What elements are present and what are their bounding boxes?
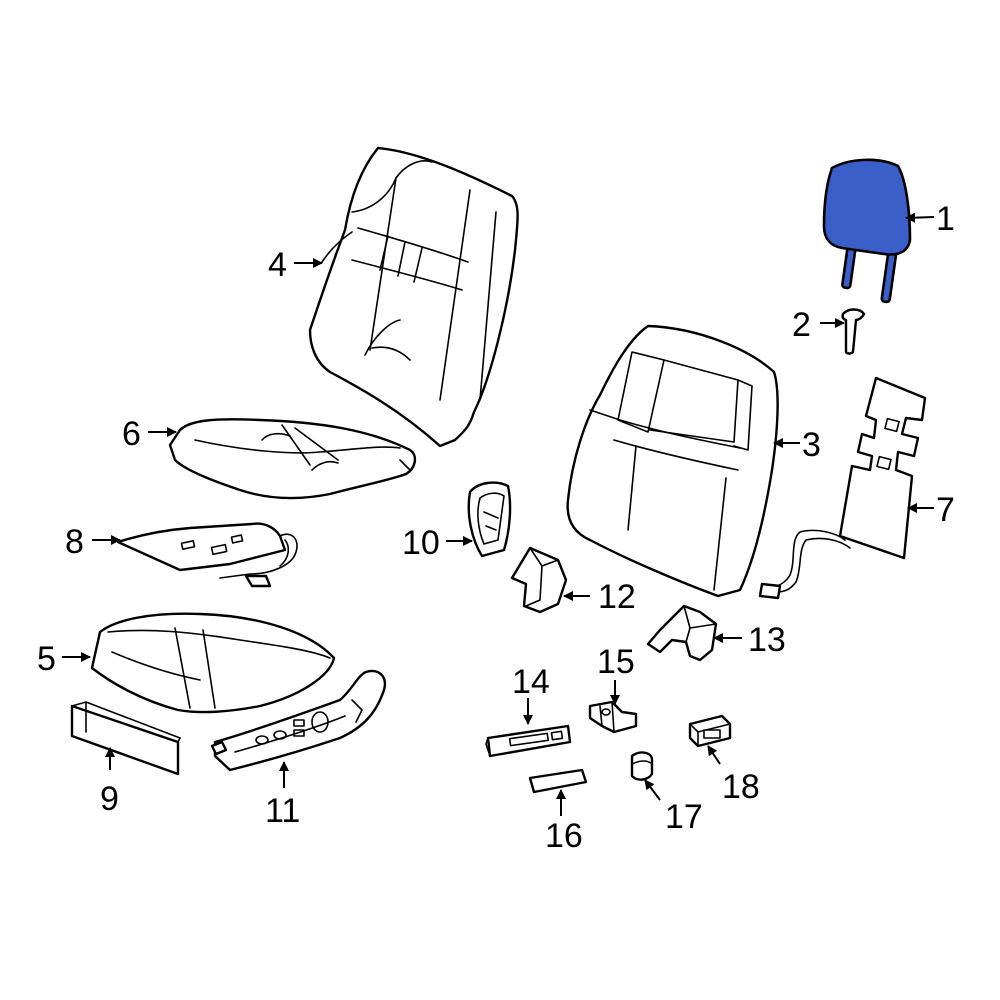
callout-3: 3 bbox=[802, 426, 821, 464]
callout-1: 1 bbox=[936, 200, 955, 238]
part-5-cushion-pad[interactable] bbox=[90, 612, 336, 714]
part-15-switch[interactable] bbox=[588, 700, 638, 734]
leader-lines bbox=[62, 212, 935, 816]
callout-4: 4 bbox=[268, 246, 287, 284]
callout-labels: 1 2 3 4 5 6 7 8 9 10 11 12 13 14 15 16 1… bbox=[37, 200, 955, 855]
part-4-seatback-cover[interactable] bbox=[308, 146, 519, 448]
part-3-seatback-pad[interactable] bbox=[566, 324, 779, 598]
part-9-trim-strip[interactable] bbox=[70, 701, 181, 776]
callout-6: 6 bbox=[122, 415, 141, 453]
part-8-heater-pad[interactable] bbox=[116, 522, 298, 588]
part-18-switch-module[interactable] bbox=[688, 714, 732, 748]
part-14-switch-panel[interactable] bbox=[485, 724, 572, 758]
callout-8: 8 bbox=[65, 523, 84, 561]
callout-5: 5 bbox=[37, 640, 56, 678]
callout-11: 11 bbox=[265, 792, 300, 830]
headrest-cushion bbox=[822, 158, 912, 256]
headrest-post-right bbox=[880, 248, 898, 304]
callout-16: 16 bbox=[545, 817, 583, 855]
callout-14: 14 bbox=[512, 663, 550, 701]
callout-9: 9 bbox=[100, 780, 119, 818]
part-12-bracket[interactable] bbox=[510, 546, 568, 614]
part-17-knob-cap[interactable] bbox=[630, 751, 654, 781]
callout-15: 15 bbox=[597, 643, 635, 681]
part-13-lower-trim[interactable] bbox=[646, 604, 718, 662]
callout-17: 17 bbox=[665, 798, 703, 836]
callout-12: 12 bbox=[598, 578, 636, 616]
callout-7: 7 bbox=[936, 491, 955, 529]
callout-2: 2 bbox=[792, 306, 811, 344]
callout-10: 10 bbox=[402, 524, 440, 562]
part-1-headrest[interactable] bbox=[822, 158, 912, 304]
headrest-post-left bbox=[841, 244, 857, 290]
part-7-back-heater[interactable] bbox=[758, 376, 927, 600]
part-2-guide[interactable] bbox=[841, 308, 866, 355]
part-11-side-cover[interactable] bbox=[210, 669, 387, 772]
part-6-cushion-cover[interactable] bbox=[168, 418, 417, 500]
part-10-bezel[interactable] bbox=[467, 481, 512, 558]
part-16-cover-strip[interactable] bbox=[528, 768, 588, 794]
callout-18: 18 bbox=[722, 768, 760, 806]
callout-13: 13 bbox=[748, 621, 786, 659]
